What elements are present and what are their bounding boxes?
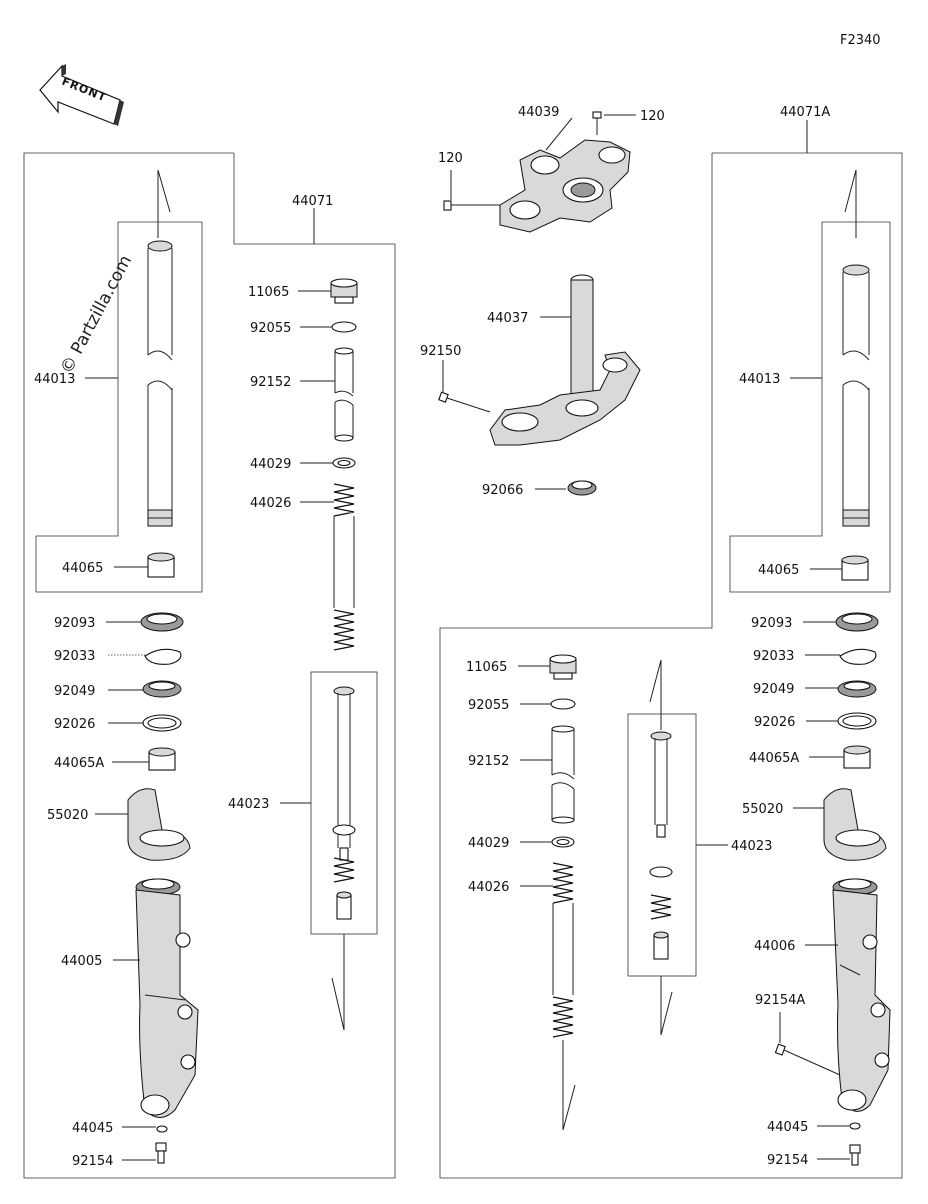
label-120-a: 120 xyxy=(640,109,665,124)
label-L-11065: 11065 xyxy=(248,285,289,300)
label-120-b: 120 xyxy=(438,151,463,166)
right-cartridge-top-arrow xyxy=(649,659,662,730)
right-bolt-92154A xyxy=(774,1043,841,1076)
label-L-92026: 92026 xyxy=(54,717,95,732)
left-washer-92026 xyxy=(142,714,182,732)
label-R-44023: 44023 xyxy=(731,839,772,854)
label-R-92055: 92055 xyxy=(468,698,509,713)
right-bushing-44065 xyxy=(841,555,869,581)
label-L-44005: 44005 xyxy=(61,954,102,969)
right-tube-subframe xyxy=(729,221,891,593)
label-44039: 44039 xyxy=(518,105,559,120)
left-washer-44045 xyxy=(156,1125,168,1133)
label-R-44045: 44045 xyxy=(767,1120,808,1135)
left-spring-44026 xyxy=(333,483,355,651)
label-92066: 92066 xyxy=(482,483,523,498)
left-assembly-frame xyxy=(23,152,396,1179)
bolt-120-top xyxy=(592,111,602,135)
left-cartridge-44023 xyxy=(332,686,356,920)
label-R-92093: 92093 xyxy=(751,616,792,631)
front-arrow-icon: FRONT xyxy=(39,64,124,126)
label-R-92026: 92026 xyxy=(754,715,795,730)
label-R-44026: 44026 xyxy=(468,880,509,895)
label-44071A: 44071A xyxy=(780,105,830,120)
watermark: © Partzilla.com xyxy=(57,252,136,377)
right-washer-44029 xyxy=(551,836,575,848)
right-protector-55020 xyxy=(823,788,887,861)
label-L-44013: 44013 xyxy=(34,372,75,387)
upper-bracket-44039 xyxy=(499,139,631,233)
right-o-ring-92055 xyxy=(550,698,576,710)
label-L-44045: 44045 xyxy=(72,1121,113,1136)
label-R-92049: 92049 xyxy=(753,682,794,697)
right-dust-seal-92049 xyxy=(837,680,877,698)
left-bolt-92154 xyxy=(155,1142,167,1164)
right-circlip-92033 xyxy=(839,648,877,665)
label-R-92152: 92152 xyxy=(468,754,509,769)
left-tube-arrow xyxy=(157,169,171,238)
left-circlip-92033 xyxy=(144,648,182,665)
label-L-55020: 55020 xyxy=(47,808,88,823)
label-R-92154A: 92154A xyxy=(755,993,805,1008)
right-collar-92152 xyxy=(551,725,575,824)
left-tube-subframe xyxy=(35,221,203,593)
right-tube-arrow xyxy=(844,169,857,238)
label-R-44013: 44013 xyxy=(739,372,780,387)
right-cartridge-arrow xyxy=(660,976,673,1036)
label-L-92033: 92033 xyxy=(54,649,95,664)
left-protector-55020 xyxy=(127,788,191,861)
right-cap-bolt-11065 xyxy=(549,654,577,680)
left-bushing-44065 xyxy=(147,552,175,578)
right-fork-slider-44006 xyxy=(832,878,891,1112)
right-washer-44045 xyxy=(849,1122,861,1130)
right-oil-seal-92093 xyxy=(835,612,879,632)
label-L-92152: 92152 xyxy=(250,375,291,390)
left-oil-seal-92093 xyxy=(140,612,184,632)
label-L-92049: 92049 xyxy=(54,684,95,699)
label-L-92055: 92055 xyxy=(250,321,291,336)
bearing-92066 xyxy=(567,480,597,496)
label-R-11065: 11065 xyxy=(466,660,507,675)
right-cartridge-44023 xyxy=(649,731,673,960)
label-R-44065A: 44065A xyxy=(749,751,799,766)
steering-stem-44037 xyxy=(489,274,641,446)
label-L-92093: 92093 xyxy=(54,616,95,631)
left-o-ring-92055 xyxy=(331,321,357,333)
right-spring-arrow xyxy=(562,1040,576,1131)
label-R-44006: 44006 xyxy=(754,939,795,954)
right-bushing-44065A xyxy=(843,745,871,769)
label-L-44065: 44065 xyxy=(62,561,103,576)
label-44071: 44071 xyxy=(292,194,333,209)
label-R-92154: 92154 xyxy=(767,1153,808,1168)
left-collar-92152 xyxy=(334,347,354,442)
right-spring-44026 xyxy=(552,862,574,1038)
right-outer-tube-44013 xyxy=(842,264,870,527)
left-cap-bolt-11065 xyxy=(330,278,358,304)
left-cartridge-arrow xyxy=(331,934,345,1031)
bolt-92150 xyxy=(438,391,491,413)
left-outer-tube-44013 xyxy=(147,240,173,527)
label-R-92033: 92033 xyxy=(753,649,794,664)
label-L-92154: 92154 xyxy=(72,1154,113,1169)
left-dust-seal-92049 xyxy=(142,680,182,698)
label-R-44065: 44065 xyxy=(758,563,799,578)
bolt-120-side xyxy=(443,200,500,211)
label-L-44065A: 44065A xyxy=(54,756,104,771)
right-assembly-frame xyxy=(439,152,903,1179)
right-bolt-92154 xyxy=(849,1144,861,1166)
label-44037: 44037 xyxy=(487,311,528,326)
label-L-44023: 44023 xyxy=(228,797,269,812)
label-L-44026: 44026 xyxy=(250,496,291,511)
label-92150: 92150 xyxy=(420,344,461,359)
label-R-55020: 55020 xyxy=(742,802,783,817)
right-washer-92026 xyxy=(837,712,877,730)
label-R-44029: 44029 xyxy=(468,836,509,851)
left-fork-slider-44005 xyxy=(135,878,199,1118)
label-L-44029: 44029 xyxy=(250,457,291,472)
left-washer-44029 xyxy=(332,457,356,469)
left-bushing-44065A xyxy=(148,747,176,771)
figure-code: F2340 xyxy=(840,33,881,48)
